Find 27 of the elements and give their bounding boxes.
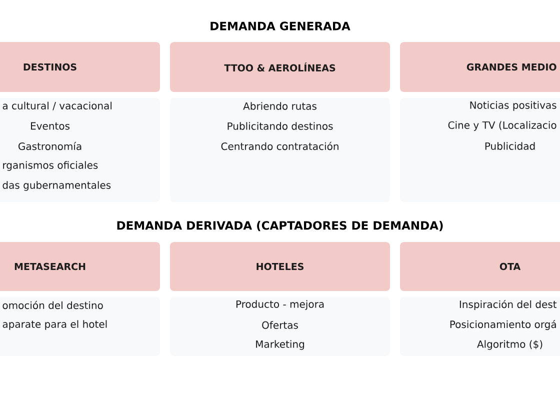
list-item: a cultural / vacacional: [2, 102, 112, 110]
card-header: TTOO & AEROLÍNEAS: [170, 42, 390, 92]
card-header: DESTINOS: [0, 42, 160, 92]
list-item: aparate para el hotel: [2, 320, 107, 330]
list-item: Producto - mejora: [236, 300, 324, 310]
list-item: Marketing: [256, 340, 304, 350]
card-header: METASEARCH: [0, 242, 160, 291]
list-item: Noticias positivas: [470, 101, 556, 111]
card-header: OTA: [400, 242, 560, 291]
list-item: Publicidad: [485, 142, 535, 150]
list-item: das gubernamentales: [2, 181, 111, 191]
list-item: Posicionamiento orgá: [450, 320, 556, 330]
list-item: Algoritmo ($): [477, 340, 542, 350]
list-item: Cine y TV (Localizacio: [448, 121, 556, 131]
card-header: GRANDES MEDIO: [400, 42, 560, 92]
list-item: Publicitando destinos: [228, 122, 333, 130]
section-heading: DEMANDA GENERADA: [210, 22, 350, 30]
card-header: HOTELES: [170, 242, 390, 291]
list-item: Gastronomía: [18, 142, 82, 150]
list-item: Eventos: [31, 122, 70, 130]
list-item: rganismos oficiales: [3, 161, 98, 171]
list-item: Centrando contratación: [221, 142, 338, 150]
list-item: Ofertas: [262, 321, 298, 329]
list-item: omoción del destino: [2, 300, 103, 310]
list-item: Abriendo rutas: [243, 102, 316, 110]
section-heading: DEMANDA DERIVADA (CAPTADORES DE DEMANDA): [117, 220, 443, 232]
list-item: Inspiración del dest: [460, 300, 557, 310]
